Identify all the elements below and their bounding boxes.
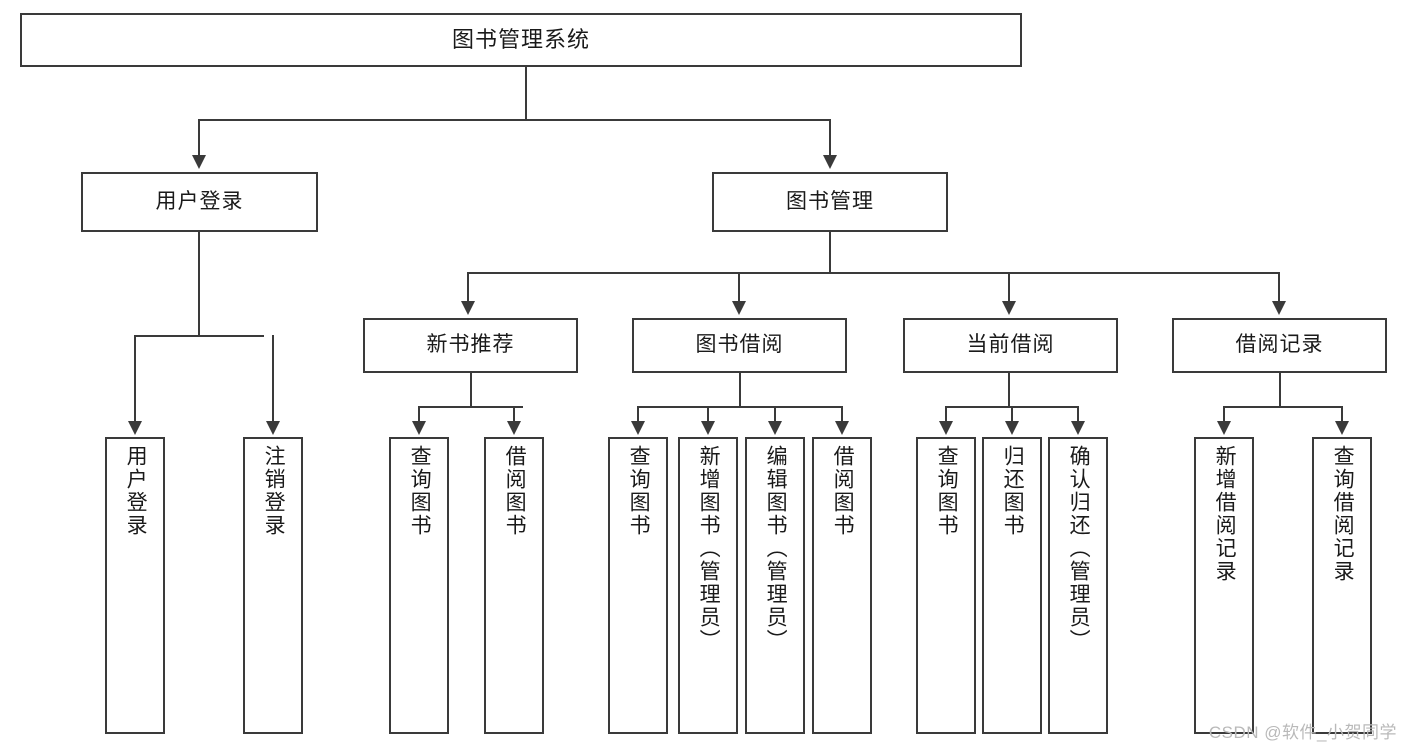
connector-br-stem	[1279, 373, 1281, 407]
leaf-nbr-borrow-books[interactable]: 借阅图书	[484, 437, 544, 734]
connector-root-stem	[525, 67, 527, 120]
arrowhead-leaf-logout	[266, 421, 280, 435]
connector-user-login-stem	[198, 232, 200, 336]
connector-cb-stem	[1008, 373, 1010, 407]
connector-book-management-bar	[467, 272, 1279, 274]
connector-bb-leaf3	[774, 406, 776, 423]
leaf-bb-edit-book-admin[interactable]: 编辑图书（管理员）	[745, 437, 805, 734]
connector-user-login-leaf2	[272, 335, 274, 423]
connector-root-to-book-management	[829, 119, 831, 157]
node-borrow-record[interactable]: 借阅记录	[1172, 318, 1387, 373]
leaf-nbr-query-books[interactable]: 查询图书	[389, 437, 449, 734]
leaf-br-query-record[interactable]: 查询借阅记录	[1312, 437, 1372, 734]
connector-root-bar	[198, 119, 830, 121]
watermark-text: CSDN @软件_小贺同学	[1208, 723, 1397, 742]
connector-br-leaf1	[1223, 406, 1225, 423]
leaf-label: 借阅图书	[831, 445, 855, 537]
arrowhead-current-borrow	[1002, 301, 1016, 315]
leaf-user-login[interactable]: 用户登录	[105, 437, 165, 734]
arrowhead-nbr-leaf1	[412, 421, 426, 435]
leaf-cb-return-books[interactable]: 归还图书	[982, 437, 1042, 734]
arrowhead-nbr-leaf2	[507, 421, 521, 435]
arrowhead-book-borrow	[732, 301, 746, 315]
connector-bm-to-book-borrow	[738, 272, 740, 303]
node-label: 图书管理系统	[451, 27, 590, 53]
connector-book-management-stem	[829, 232, 831, 273]
connector-user-login-bar	[134, 335, 264, 337]
node-new-book-recommend[interactable]: 新书推荐	[363, 318, 578, 373]
connector-bm-to-borrow-record	[1278, 272, 1280, 303]
arrowhead-new-book-recommend	[461, 301, 475, 315]
leaf-bb-add-book-admin[interactable]: 新增图书（管理员）	[678, 437, 738, 734]
leaf-label: 编辑图书（管理员）	[764, 445, 788, 652]
connector-bm-to-new-book	[467, 272, 469, 303]
leaf-label: 确认归还（管理员）	[1067, 445, 1091, 652]
arrowhead-br-leaf2	[1335, 421, 1349, 435]
connector-nbr-leaf2	[513, 406, 515, 423]
node-label: 新书推荐	[426, 333, 515, 357]
node-book-borrow[interactable]: 图书借阅	[632, 318, 847, 373]
connector-bb-stem	[739, 373, 741, 407]
leaf-bb-query-books[interactable]: 查询图书	[608, 437, 668, 734]
arrowhead-cb-leaf2	[1005, 421, 1019, 435]
node-label: 图书借阅	[695, 333, 784, 357]
leaf-label: 借阅图书	[503, 445, 527, 537]
leaf-label: 新增图书（管理员）	[697, 445, 721, 652]
leaf-label: 查询图书	[408, 445, 432, 537]
arrowhead-borrow-record	[1272, 301, 1286, 315]
leaf-label: 注销登录	[262, 445, 286, 537]
connector-cb-leaf2	[1011, 406, 1013, 423]
node-root-book-management-system[interactable]: 图书管理系统	[20, 13, 1022, 67]
leaf-label: 查询借阅记录	[1331, 445, 1355, 583]
arrowhead-bb-leaf4	[835, 421, 849, 435]
leaf-label: 新增借阅记录	[1213, 445, 1237, 583]
connector-bb-bar	[637, 406, 843, 408]
connector-cb-leaf3	[1077, 406, 1079, 423]
connector-nbr-stem	[470, 373, 472, 407]
leaf-label: 归还图书	[1001, 445, 1025, 537]
arrowhead-user-login	[192, 155, 206, 169]
leaf-label: 查询图书	[935, 445, 959, 537]
node-current-borrow[interactable]: 当前借阅	[903, 318, 1118, 373]
connector-br-bar	[1223, 406, 1342, 408]
arrowhead-bb-leaf3	[768, 421, 782, 435]
arrowhead-cb-leaf3	[1071, 421, 1085, 435]
connector-br-leaf2	[1341, 406, 1343, 423]
connector-bb-leaf2	[707, 406, 709, 423]
leaf-cb-confirm-return-admin[interactable]: 确认归还（管理员）	[1048, 437, 1108, 734]
node-label: 图书管理	[786, 189, 874, 213]
leaf-br-add-record[interactable]: 新增借阅记录	[1194, 437, 1254, 734]
connector-bm-to-current-borrow	[1008, 272, 1010, 303]
arrowhead-book-management	[823, 155, 837, 169]
leaf-logout[interactable]: 注销登录	[243, 437, 303, 734]
connector-bb-leaf1	[637, 406, 639, 423]
node-label: 当前借阅	[966, 333, 1055, 357]
connector-nbr-leaf1	[418, 406, 420, 423]
leaf-label: 用户登录	[124, 445, 148, 537]
connector-user-login-leaf1	[134, 335, 136, 423]
connector-cb-leaf1	[945, 406, 947, 423]
arrowhead-cb-leaf1	[939, 421, 953, 435]
leaf-bb-borrow-books[interactable]: 借阅图书	[812, 437, 872, 734]
connector-nbr-bar	[418, 406, 523, 408]
node-label: 借阅记录	[1235, 333, 1324, 357]
node-book-management[interactable]: 图书管理	[712, 172, 948, 232]
arrowhead-bb-leaf1	[631, 421, 645, 435]
node-label: 用户登录	[155, 189, 244, 213]
connector-root-to-user-login	[198, 119, 200, 157]
node-user-login[interactable]: 用户登录	[81, 172, 318, 232]
leaf-cb-query-books[interactable]: 查询图书	[916, 437, 976, 734]
leaf-label: 查询图书	[627, 445, 651, 537]
arrowhead-bb-leaf2	[701, 421, 715, 435]
arrowhead-leaf-user-login	[128, 421, 142, 435]
arrowhead-br-leaf1	[1217, 421, 1231, 435]
connector-bb-leaf4	[841, 406, 843, 423]
